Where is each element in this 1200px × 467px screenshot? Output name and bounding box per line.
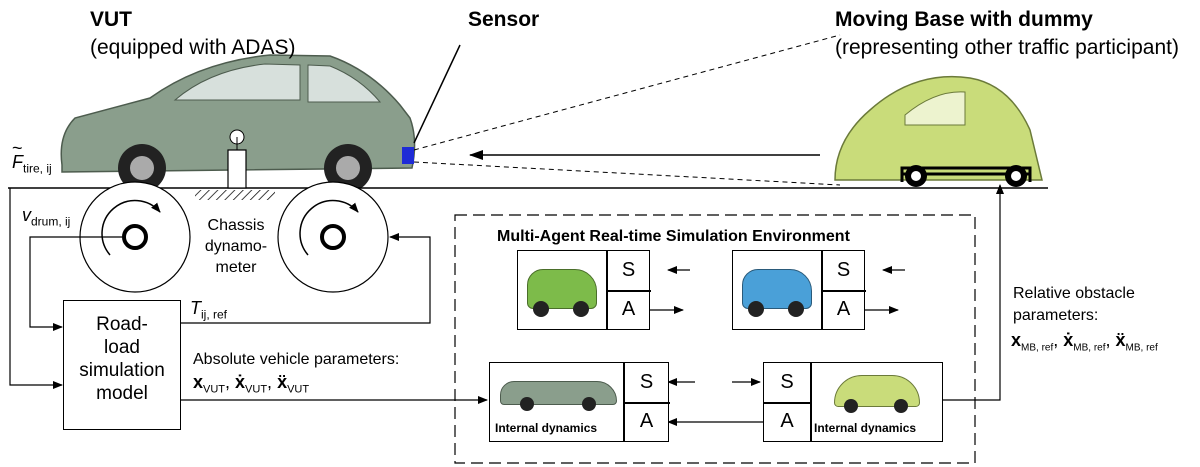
agent-actuator-a: A: [836, 298, 851, 320]
t-ref-label: Tij, ref: [190, 298, 228, 322]
agent-sensor-s: S: [780, 371, 794, 393]
abs-params-vars: xVUT, ẋVUT, ẍVUT: [193, 372, 310, 396]
agent-smart-blue: S A: [732, 250, 866, 330]
rel-params-line: [943, 184, 1004, 401]
sensor-pointer-line: [413, 44, 461, 144]
drum-right: [277, 181, 389, 293]
agent-vut: Internal dynamics S A: [489, 362, 670, 442]
sensor-field-bottom: [413, 161, 841, 186]
agent-actuator-a: A: [639, 410, 654, 432]
sensor-title: Sensor: [468, 8, 540, 31]
vut-car-image: [60, 54, 416, 192]
moving-base-image: [834, 75, 1043, 187]
sensor-field-top: [413, 34, 841, 151]
smart-blue-car-image: [738, 263, 816, 317]
agent-sensor-s: S: [621, 259, 636, 281]
internal-dynamics-label: Internal dynamics: [814, 421, 917, 435]
sim-env-frame: [454, 214, 976, 464]
moving-base-title: Moving Base with dummy: [835, 8, 1093, 31]
vut-subtitle: (equipped with ADAS): [90, 36, 296, 59]
agent-sensor-s: S: [836, 259, 851, 281]
smart-green-car-image: [523, 263, 601, 317]
rel-params-vars: xMB, ref, ẋMB, ref, ẍMB, ref: [1011, 330, 1158, 354]
moving-base-subtitle: (representing other traffic participant): [835, 36, 1179, 59]
agent-moving-base: S A Internal dynamics: [763, 362, 943, 442]
drum-left: [79, 181, 191, 293]
v-drum-line: [29, 236, 122, 331]
restraint-post: [227, 149, 247, 189]
agent-smart-green: S A: [517, 250, 651, 330]
floor-hatch: [195, 190, 275, 200]
abs-params-title: Absolute vehicle parameters:: [193, 351, 400, 368]
vut-agent-car-image: [500, 373, 618, 411]
f-tire-line: [9, 188, 63, 389]
v-drum-label: vdrum, ij: [22, 205, 71, 229]
vut-title: VUT: [90, 8, 132, 31]
f-tire-label: ~Ftire, ij: [12, 138, 52, 176]
agent-actuator-a: A: [621, 298, 636, 320]
beetle-agent-car-image: [826, 371, 926, 413]
agent-actuator-a: A: [780, 410, 794, 432]
t-ref-line: [180, 233, 431, 324]
internal-dynamics-label: Internal dynamics: [495, 421, 598, 435]
sensor-block: [402, 147, 414, 164]
agent-sensor-s: S: [639, 371, 654, 393]
sim-env-title: Multi-Agent Real-time Simulation Environ…: [497, 228, 850, 245]
